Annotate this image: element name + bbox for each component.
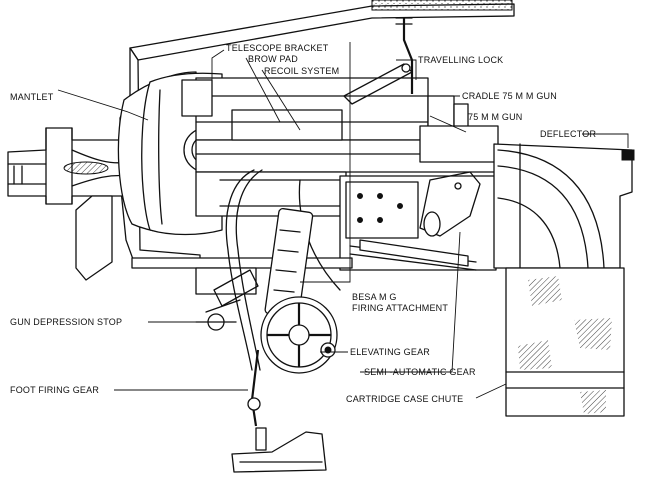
label-telescope-bracket: TELESCOPE BRACKET [226,43,329,53]
leader-lines [57,42,629,399]
label-cartridge-case-chute: CARTRIDGE CASE CHUTE [346,394,463,404]
label-gun-depression-stop: GUN DEPRESSION STOP [10,317,122,327]
label-mantlet: MANTLET [10,92,54,102]
cartridge-case-chute [505,267,625,417]
callout-labels: TELESCOPE BRACKET BROW PAD RECOIL SYSTEM… [10,43,596,404]
elevating-gear [260,208,338,374]
label-brow-pad: BROW PAD [248,54,298,64]
label-cradle: CRADLE 75 M M GUN [462,91,557,101]
gun-depression-stop [195,269,259,331]
label-foot-firing-gear: FOOT FIRING GEAR [10,385,99,395]
travelling-lock [343,17,414,105]
label-elevating-gear: ELEVATING GEAR [350,347,430,357]
label-semi-automatic-gear: SEMI -AUTOMATIC GEAR [364,367,476,377]
label-firing-attachment: FIRING ATTACHMENT [352,303,448,313]
label-besa-mg: BESA M G [352,292,397,302]
cradle [181,77,499,217]
label-travelling-lock: TRAVELLING LOCK [418,55,503,65]
label-recoil-system: RECOIL SYSTEM [264,66,339,76]
label-deflector: DEFLECTOR [540,129,596,139]
foot-firing-gear [231,349,327,473]
label-75mm-gun: 75 M M GUN [468,112,523,122]
gun-barrel [7,127,131,281]
deflector [493,143,635,269]
breech-block [339,171,497,271]
